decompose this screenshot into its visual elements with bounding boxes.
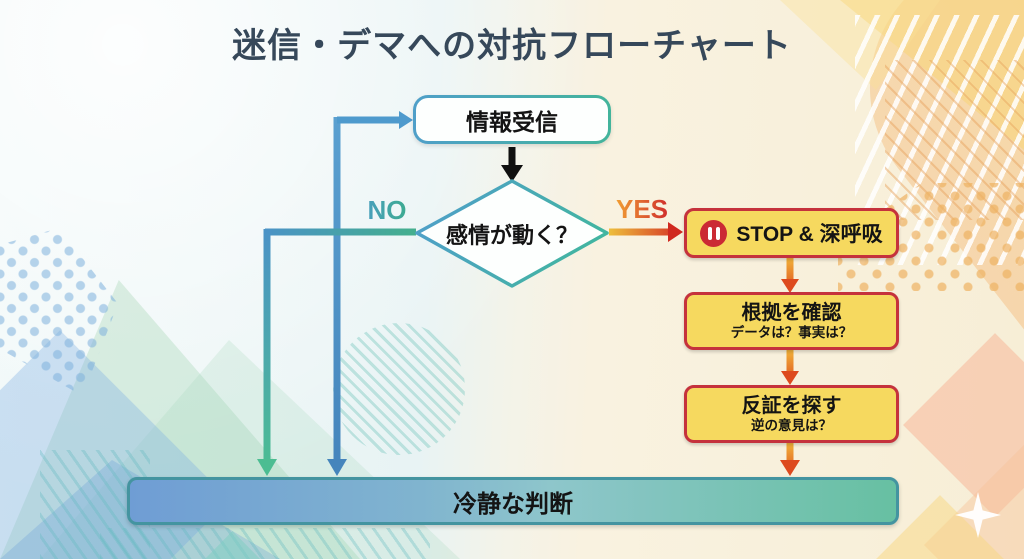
connector-yes — [609, 222, 683, 242]
node-evidence-title: 根拠を確認 — [741, 301, 842, 324]
node-decision-label: 感情が動く？ — [445, 222, 578, 248]
branch-label-no: NO — [363, 195, 411, 226]
node-conclusion: 冷静な判断 — [127, 477, 899, 525]
node-receive: 情報受信 — [413, 95, 611, 144]
node-evidence-subtitle: データは？事実は？ — [730, 324, 853, 340]
bg-hatched-circle — [333, 323, 465, 455]
pause-bar — [715, 226, 720, 240]
node-stop: STOP & 深呼吸 — [684, 208, 899, 258]
node-stop-label: STOP & 深呼吸 — [736, 223, 883, 246]
node-counter: 反証を探す 逆の意見は？ — [684, 385, 899, 443]
pause-icon — [700, 219, 728, 247]
node-conclusion-label: 冷静な判断 — [453, 490, 573, 518]
bg-stripes-below-bar — [100, 528, 430, 559]
node-counter-subtitle: 逆の意見は？ — [751, 417, 832, 433]
node-receive-label: 情報受信 — [416, 98, 608, 141]
connector-loop-to-receive — [337, 111, 413, 129]
page-title: 迷信・デマへの対抗フローチャート — [232, 27, 792, 65]
pause-bar — [707, 226, 712, 240]
connector-evidence-to-counter — [781, 350, 799, 385]
node-counter-title: 反証を探す — [741, 394, 842, 417]
connector-counter-to-conclusion — [780, 443, 800, 476]
connector-receive-to-decision — [501, 147, 523, 182]
node-evidence: 根拠を確認 データは？事実は？ — [684, 292, 899, 350]
branch-label-yes: YES — [615, 194, 669, 224]
connector-stop-to-evidence — [781, 258, 799, 293]
